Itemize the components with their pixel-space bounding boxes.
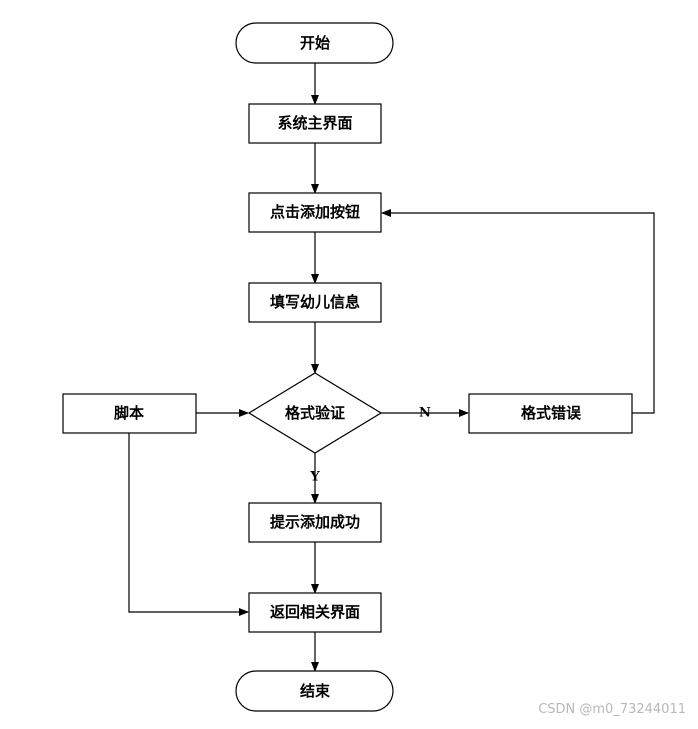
edge-label-no: N [419,406,431,421]
edge-label-yes: Y [309,470,320,485]
end-node [235,670,394,712]
prompt-success-node [248,502,382,543]
start-node [235,22,394,64]
prompt-success-label: 提示添加成功 [270,513,360,531]
main-ui-node [248,103,382,144]
flowchart-nodes [62,22,633,712]
click-add-node [248,192,382,233]
return-ui-label: 返回相关界面 [270,603,360,621]
format-error-node [468,393,633,434]
fill-info-label: 填写幼儿信息 [270,293,360,311]
flowchart-edges [128,63,655,672]
validate-decision-node [247,372,383,454]
script-node [62,393,197,434]
return-ui-node [248,592,382,633]
click-add-label: 点击添加按钮 [270,203,360,221]
validate-label: 格式验证 [285,404,345,422]
script-label: 脚本 [114,404,144,422]
watermark: CSDN @m0_73244011 [538,702,686,717]
end-label: 结束 [300,682,331,700]
start-label: 开始 [300,34,330,52]
fill-info-node [248,282,382,323]
flowchart-labels: 开始 系统主界面 点击添加按钮 填写幼儿信息 格式验证 脚本 格式错误 提示添加… [114,34,582,700]
edge-format-error-to-click-add [381,209,655,414]
main-ui-label: 系统主界面 [277,114,352,132]
flowchart-edge-labels: N Y [309,406,431,485]
format-error-label: 格式错误 [521,404,582,422]
edge-script-to-return-ui [128,433,249,616]
